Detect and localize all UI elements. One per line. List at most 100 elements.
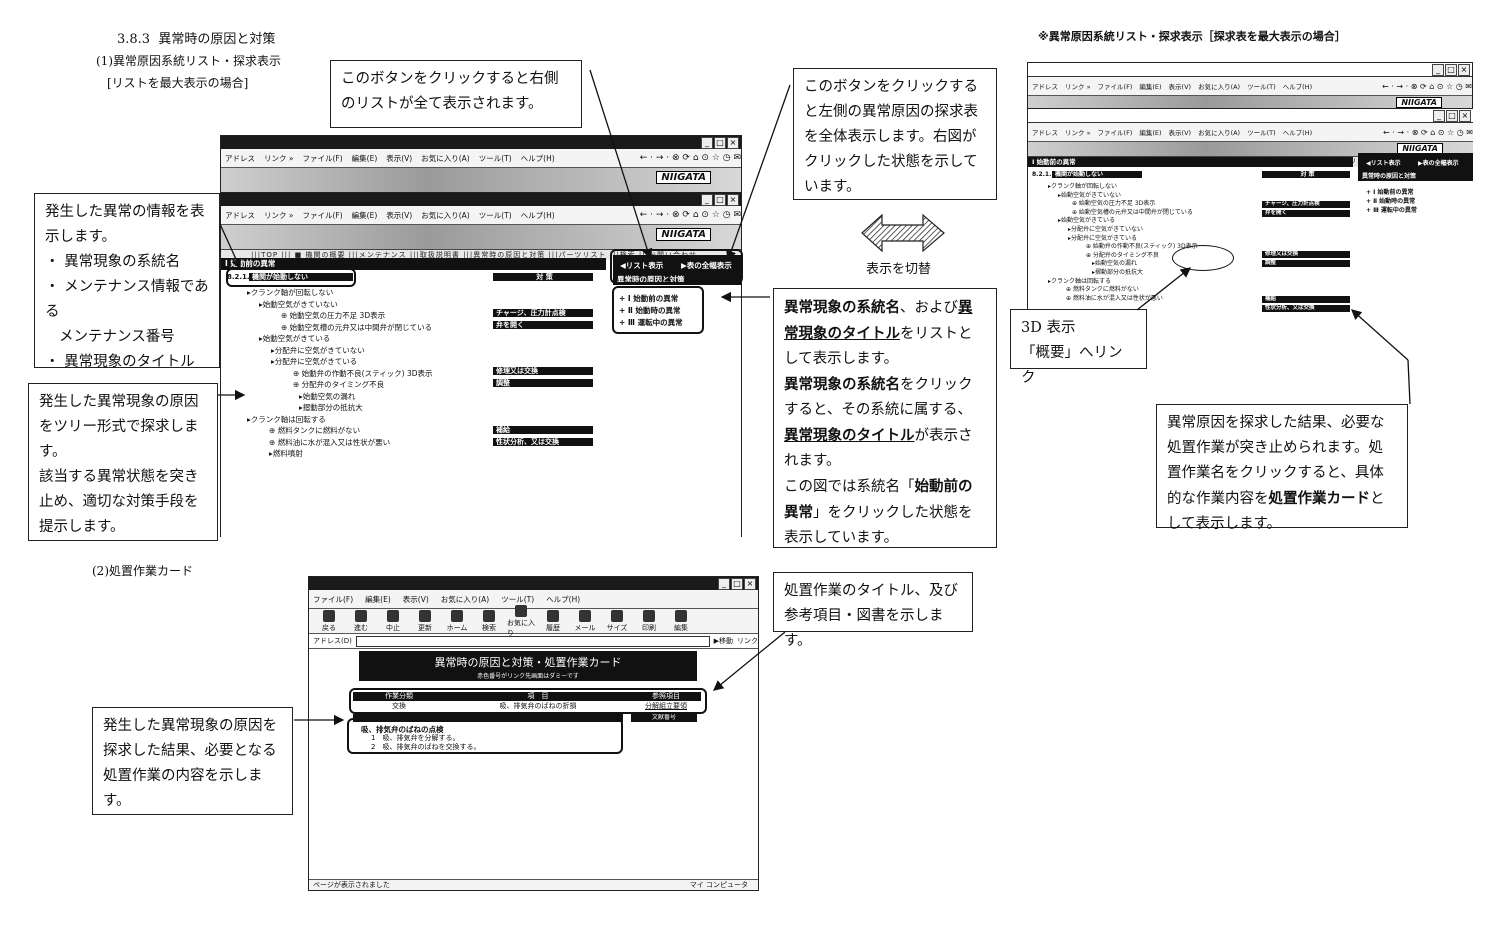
menu-edit[interactable]: 編集(E)	[1139, 83, 1162, 91]
go-button[interactable]: ▶移動	[713, 637, 733, 645]
maximize-icon[interactable]: □	[714, 137, 726, 149]
action-cell[interactable]: 修理又は交換	[1262, 251, 1350, 258]
menu-tools[interactable]: ツール(T)	[478, 153, 512, 163]
menu-links[interactable]: リンク »	[1065, 129, 1091, 137]
stop-button[interactable]: 中止	[379, 609, 407, 633]
system-item-running[interactable]: + Ⅲ 運転中の異常	[1366, 207, 1417, 214]
menu-favorites[interactable]: お気に入り(A)	[1198, 83, 1241, 91]
menu-view[interactable]: 表示(V)	[402, 594, 429, 604]
menu-view[interactable]: 表示(V)	[386, 210, 413, 220]
tree-node[interactable]: ▸分配弁に空気がきていない	[1068, 225, 1144, 233]
minimize-icon[interactable]: _	[701, 137, 713, 149]
tree-leaf[interactable]: ⊕ 始動弁の作動不良(スティック) 3D表示	[293, 368, 433, 378]
menu-tools[interactable]: ツール(T)	[478, 210, 512, 220]
menu-edit[interactable]: 編集(E)	[351, 153, 378, 163]
menu-file[interactable]: ファイル(F)	[302, 210, 343, 220]
system-item-start-before[interactable]: + Ⅰ 始動前の異常	[1366, 189, 1414, 196]
menu-help[interactable]: ヘルプ(H)	[546, 594, 581, 604]
tree-node[interactable]: ▸クランク軸は回転する	[247, 414, 326, 424]
action-cell[interactable]: 補給	[1262, 296, 1350, 303]
reference-link[interactable]: 分解組立要領	[645, 702, 687, 710]
action-cell[interactable]: 調整	[493, 379, 593, 387]
menu-help[interactable]: ヘルプ(H)	[520, 210, 555, 220]
system-item-running[interactable]: + Ⅲ 運転中の異常	[619, 318, 683, 327]
maximize-icon[interactable]: □	[1445, 64, 1457, 76]
close-icon[interactable]: ×	[727, 137, 739, 149]
minimize-icon[interactable]: _	[718, 578, 730, 590]
maximize-icon[interactable]: □	[731, 578, 743, 590]
size-button[interactable]: サイズ	[603, 609, 631, 633]
menu-help[interactable]: ヘルプ(H)	[1282, 129, 1313, 137]
print-button[interactable]: 印刷	[635, 609, 663, 633]
full-table-button[interactable]: ▶表の全幅表示	[1414, 157, 1463, 168]
nav-toolbar-icons[interactable]: ← · → · ⊗ ⟳ ⌂ ⊙ ☆ ◷ ✉	[639, 210, 741, 220]
tree-node[interactable]: ▸始動空気がきていない	[1058, 191, 1122, 199]
list-view-button[interactable]: ◀リスト表示	[616, 259, 668, 272]
site-nav-links[interactable]: |||TOP ||| ■ 機関の概要 |||メンテナンス |||取扱説明書 ||…	[221, 250, 741, 260]
history-button[interactable]: 履歴	[539, 609, 567, 633]
action-cell[interactable]: 補給	[493, 426, 593, 434]
tree-node[interactable]: ▸摺動部分の抵抗大	[299, 403, 363, 412]
menu-tools[interactable]: ツール(T)	[501, 594, 535, 604]
menu-tools[interactable]: ツール(T)	[1247, 129, 1276, 137]
tree-leaf[interactable]: ⊕ 分配弁のタイミング不良	[1086, 251, 1159, 259]
menu-favorites[interactable]: お気に入り(A)	[440, 594, 490, 604]
tree-node[interactable]: ▸始動空気の漏れ	[299, 391, 356, 401]
tree-node[interactable]: ▸分配弁に空気がきている	[271, 357, 358, 366]
menu-address[interactable]: アドレス	[225, 153, 255, 163]
menu-view[interactable]: 表示(V)	[1168, 129, 1192, 137]
tree-node[interactable]: ▸始動空気がきている	[259, 334, 331, 343]
system-item-starting[interactable]: + Ⅱ 始動時の異常	[1366, 198, 1416, 205]
tree-node[interactable]: ▸分配弁に空気がきていない	[271, 345, 365, 355]
refresh-button[interactable]: 更新	[411, 609, 439, 633]
action-cell[interactable]: 調整	[1262, 260, 1350, 267]
tree-node[interactable]: ▸摺動部分の抵抗大	[1092, 268, 1144, 276]
list-view-button[interactable]: ◀リスト表示	[1362, 157, 1405, 168]
tree-node[interactable]: ▸クランク軸が回転しない	[1048, 183, 1118, 190]
action-cell[interactable]: 性状分析、又は交換	[1262, 305, 1350, 312]
menu-edit[interactable]: 編集(E)	[351, 210, 378, 220]
menu-links[interactable]: リンク »	[1065, 83, 1091, 91]
menu-address[interactable]: アドレス	[1032, 129, 1058, 137]
nav-toolbar-icons[interactable]: ← · → · ⊗ ⟳ ⌂ ⊙ ☆ ◷ ✉	[1383, 127, 1473, 137]
full-table-button[interactable]: ▶表の全幅表示	[677, 259, 736, 272]
mail-button[interactable]: メール	[571, 609, 599, 633]
tree-leaf[interactable]: ⊕ 燃料油に水が混入又は性状が悪い	[1066, 294, 1163, 302]
tree-leaf[interactable]: ⊕ 始動空気の圧力不足 3D表示	[1072, 200, 1156, 208]
menu-file[interactable]: ファイル(F)	[302, 153, 343, 163]
tree-node[interactable]: ▸クランク軸は回転する	[1048, 277, 1112, 285]
menu-view[interactable]: 表示(V)	[386, 153, 413, 163]
minimize-icon[interactable]: _	[701, 194, 713, 206]
tree-node[interactable]: ▸分配弁に空気がきている	[1068, 234, 1138, 242]
tree-node[interactable]: ▸始動空気の漏れ	[1092, 260, 1138, 268]
menu-favorites[interactable]: お気に入り(A)	[421, 210, 470, 220]
menu-tools[interactable]: ツール(T)	[1247, 83, 1276, 91]
menu-favorites[interactable]: お気に入り(A)	[421, 153, 470, 163]
forward-button[interactable]: 進む	[347, 609, 375, 633]
menu-links[interactable]: リンク »	[264, 210, 294, 220]
edit-button[interactable]: 編集	[667, 609, 695, 633]
favorites-button[interactable]: お気に入り	[507, 604, 535, 638]
action-cell[interactable]: 弁を開く	[1262, 210, 1350, 217]
tree-node[interactable]: ▸始動空気がきていない	[259, 299, 338, 309]
menu-edit[interactable]: 編集(E)	[365, 594, 391, 604]
tree-node[interactable]: ▸クランク軸が回転しない	[247, 288, 334, 297]
back-button[interactable]: 戻る	[315, 609, 343, 633]
maximize-icon[interactable]: □	[714, 194, 726, 206]
close-icon[interactable]: ×	[1459, 110, 1471, 122]
close-icon[interactable]: ×	[1458, 64, 1470, 76]
tree-node[interactable]: ▸燃料噴射	[269, 449, 303, 458]
menu-address[interactable]: アドレス	[1032, 83, 1058, 91]
address-input[interactable]	[355, 635, 710, 647]
menu-file[interactable]: ファイル(F)	[1097, 83, 1133, 91]
action-cell[interactable]: 弁を開く	[493, 321, 593, 329]
menu-file[interactable]: ファイル(F)	[313, 594, 354, 604]
menu-file[interactable]: ファイル(F)	[1097, 129, 1133, 137]
close-icon[interactable]: ×	[744, 578, 756, 590]
nav-toolbar-icons[interactable]: ← · → · ⊗ ⟳ ⌂ ⊙ ☆ ◷ ✉	[1382, 81, 1472, 91]
close-icon[interactable]: ×	[727, 194, 739, 206]
menu-links[interactable]: リンク »	[264, 153, 294, 163]
tree-leaf[interactable]: ⊕ 始動空気の圧力不足 3D表示	[281, 311, 386, 320]
menu-edit[interactable]: 編集(E)	[1139, 129, 1162, 137]
action-cell[interactable]: 性状分析、又は交換	[493, 438, 593, 446]
